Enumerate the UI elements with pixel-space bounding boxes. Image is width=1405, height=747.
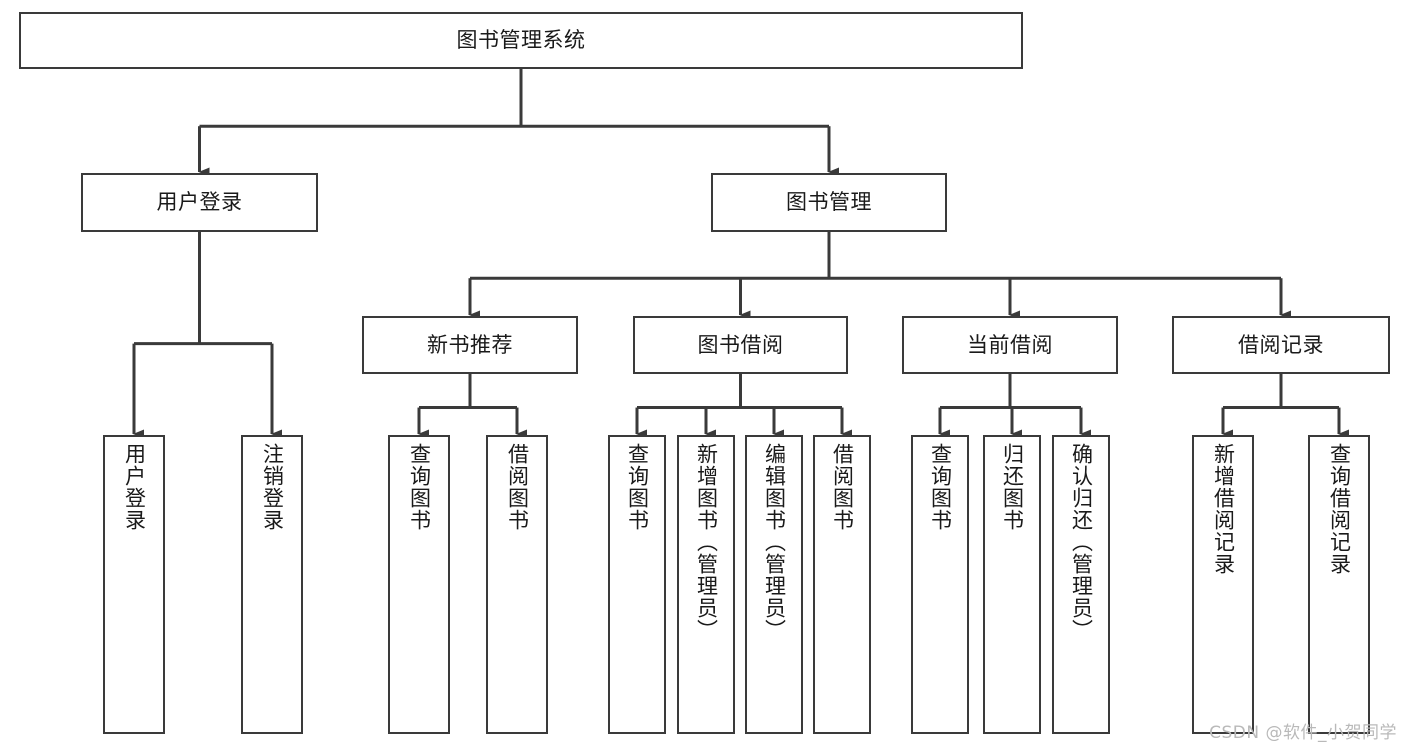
node-leaf-cb-query[interactable]: 查询图书 bbox=[911, 435, 969, 734]
node-label: 查询图书 bbox=[407, 443, 432, 531]
node-leaf-rec-query[interactable]: 查询图书 bbox=[388, 435, 450, 734]
node-label: 查询借阅记录 bbox=[1327, 443, 1352, 575]
node-label: 注销登录 bbox=[260, 443, 285, 531]
csdn-watermark: CSDN @软件_小贺同学 bbox=[1209, 723, 1397, 743]
node-label: 确认归还（管理员） bbox=[1069, 443, 1094, 641]
node-book-manage[interactable]: 图书管理 bbox=[711, 173, 947, 232]
node-leaf-user-logout[interactable]: 注销登录 bbox=[241, 435, 303, 734]
node-root[interactable]: 图书管理系统 bbox=[19, 12, 1023, 69]
node-leaf-bb-borrow[interactable]: 借阅图书 bbox=[813, 435, 871, 734]
node-label: 图书管理系统 bbox=[456, 28, 586, 53]
node-label: 借阅图书 bbox=[830, 443, 855, 531]
node-label: 新书推荐 bbox=[427, 332, 513, 357]
node-label: 编辑图书（管理员） bbox=[762, 443, 787, 641]
node-label: 借阅图书 bbox=[505, 443, 530, 531]
node-label: 当前借阅 bbox=[967, 332, 1053, 357]
node-borrow-record[interactable]: 借阅记录 bbox=[1172, 316, 1390, 374]
node-leaf-user-login[interactable]: 用户登录 bbox=[103, 435, 165, 734]
node-leaf-cb-return[interactable]: 归还图书 bbox=[983, 435, 1041, 734]
node-leaf-cb-confirm[interactable]: 确认归还（管理员） bbox=[1052, 435, 1110, 734]
node-label: 查询图书 bbox=[928, 443, 953, 531]
node-label: 借阅记录 bbox=[1238, 332, 1324, 357]
node-user-login[interactable]: 用户登录 bbox=[81, 173, 318, 232]
node-label: 新增图书（管理员） bbox=[694, 443, 719, 641]
node-leaf-bb-add[interactable]: 新增图书（管理员） bbox=[677, 435, 735, 734]
node-label: 用户登录 bbox=[122, 443, 147, 531]
node-label: 图书借阅 bbox=[697, 332, 784, 357]
node-leaf-rec-borrow[interactable]: 借阅图书 bbox=[486, 435, 548, 734]
node-label: 查询图书 bbox=[625, 443, 650, 531]
node-leaf-br-query[interactable]: 查询借阅记录 bbox=[1308, 435, 1370, 734]
node-label: 用户登录 bbox=[156, 190, 243, 215]
node-current-borrow[interactable]: 当前借阅 bbox=[902, 316, 1118, 374]
node-new-book-rec[interactable]: 新书推荐 bbox=[362, 316, 578, 374]
node-leaf-br-add[interactable]: 新增借阅记录 bbox=[1192, 435, 1254, 734]
node-label: 归还图书 bbox=[1000, 443, 1025, 531]
node-label: 图书管理 bbox=[786, 190, 872, 215]
node-book-borrow[interactable]: 图书借阅 bbox=[633, 316, 848, 374]
node-leaf-bb-edit[interactable]: 编辑图书（管理员） bbox=[745, 435, 803, 734]
node-leaf-bb-query[interactable]: 查询图书 bbox=[608, 435, 666, 734]
node-label: 新增借阅记录 bbox=[1211, 443, 1236, 575]
